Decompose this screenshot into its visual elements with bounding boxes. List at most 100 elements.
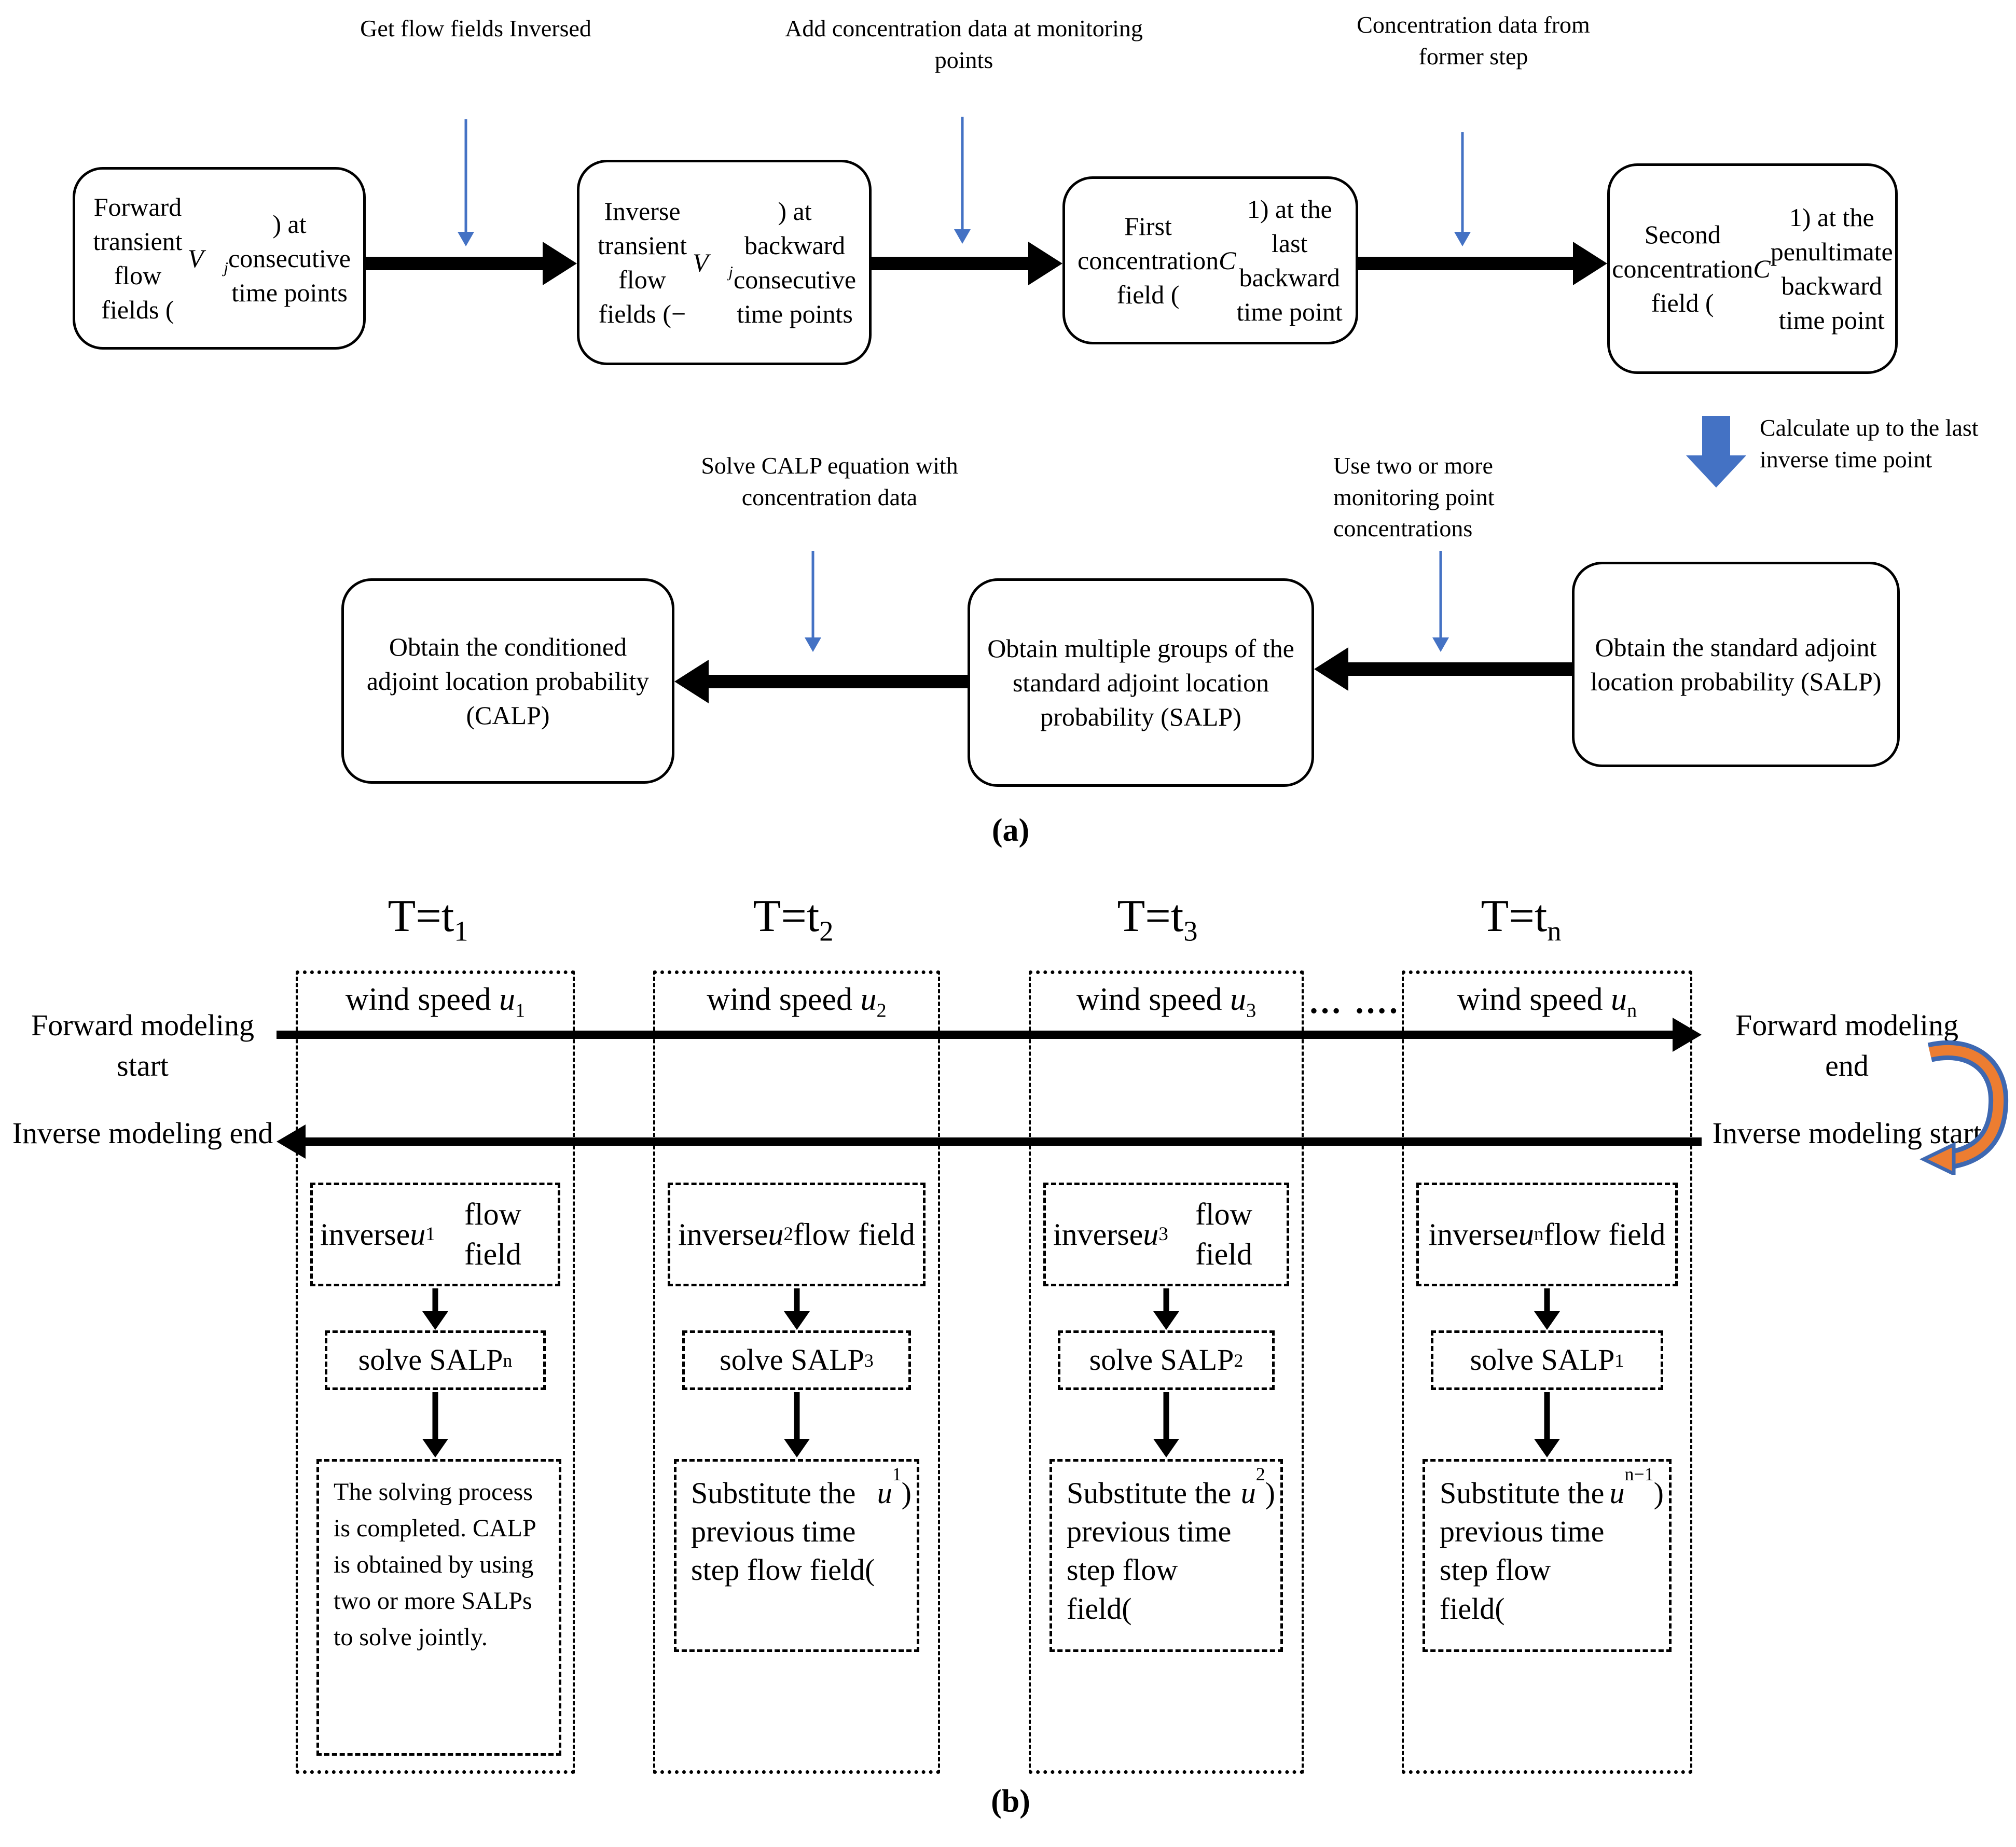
arrow-shaft <box>301 1137 1702 1146</box>
arrow-head <box>422 1311 448 1330</box>
arrow-head <box>1432 637 1449 652</box>
arrow-head <box>543 242 577 285</box>
arrow-shaft <box>1346 662 1572 676</box>
arrow-shaft <box>1461 132 1464 234</box>
arrow-head <box>1314 647 1348 691</box>
arrow-head <box>674 660 709 703</box>
arrow-head <box>1454 232 1471 246</box>
arrow-shaft <box>1544 1392 1550 1441</box>
black-down-arrow-icon <box>783 1392 810 1457</box>
time-header-t2: T=t2 <box>753 891 834 947</box>
curved-return-arrow-icon <box>1920 1040 2009 1175</box>
flow-arrow-left-icon <box>1314 647 1572 691</box>
arrow-shaft <box>794 1288 800 1313</box>
annotation-use-two-or-more-concentrations: Use two or more monitoring point concent… <box>1333 452 1495 542</box>
inner-box-substitute-flow-field-u2: Substitute the previous time step flow f… <box>1050 1459 1283 1652</box>
inverse-timeline-arrow-icon <box>277 1120 1702 1163</box>
arrow-shaft <box>1163 1288 1169 1313</box>
arrow-head <box>1153 1439 1179 1457</box>
arrow-head <box>1534 1439 1560 1457</box>
arrow-shaft <box>1439 551 1442 640</box>
wind-speed-label-u1: wind speed u1 <box>345 982 526 1022</box>
arrow-shaft <box>1358 257 1575 270</box>
step-box-inverse-flow-fields: Inverse transient flow fields (−V⃗j) at … <box>577 160 872 365</box>
arrow-head <box>1573 242 1607 285</box>
label-inverse-modeling-end: Inverse modeling end <box>12 1116 273 1150</box>
black-down-arrow-icon <box>783 1288 810 1330</box>
label-forward-modeling-start: Forward modeling start <box>31 1008 255 1082</box>
wind-speed-label-un: wind speed un <box>1457 982 1637 1022</box>
black-down-arrow-icon <box>1534 1392 1561 1457</box>
step-box-obtain-calp: Obtain the conditioned adjoint location … <box>341 578 674 784</box>
step-box-obtain-salp: Obtain the standard adjoint location pro… <box>1572 562 1900 767</box>
wind-speed-label-u3: wind speed u3 <box>1076 982 1256 1022</box>
blue-down-arrow-icon <box>1453 132 1472 246</box>
blue-down-arrow-icon <box>1431 551 1450 652</box>
arrow-shaft <box>707 675 968 688</box>
arrow-head <box>1028 242 1062 285</box>
arrow-head <box>1686 455 1746 488</box>
step-box-obtain-multiple-salp-groups: Obtain multiple groups of the standard a… <box>968 578 1314 787</box>
time-column-tn <box>1402 970 1692 1774</box>
arrow-shaft <box>464 119 467 234</box>
arrow-shaft <box>1163 1392 1169 1441</box>
label-forward-modeling-end: Forward modeling end <box>1735 1008 1959 1082</box>
flow-arrow-right-icon <box>1358 242 1607 285</box>
arrow-shaft <box>277 1031 1677 1039</box>
time-header-t3: T=t3 <box>1117 891 1198 947</box>
black-down-arrow-icon <box>1534 1288 1561 1330</box>
arrow-head <box>784 1311 810 1330</box>
arrow-head <box>458 232 474 246</box>
black-down-arrow-icon <box>422 1392 449 1457</box>
fat-blue-down-arrow-icon <box>1685 416 1747 488</box>
step-box-forward-flow-fields: Forward transient flow fields (V⃗j) at c… <box>73 167 366 350</box>
annotation-solve-calp-equation: Solve CALP equation with concentration d… <box>701 452 958 510</box>
arrow-shaft <box>366 257 545 270</box>
arrow-head <box>805 637 821 652</box>
arrow-shaft <box>1544 1288 1550 1313</box>
time-column-t2 <box>653 970 940 1774</box>
inner-box-solving-completed-calp: The solving process is completed. CALP i… <box>316 1459 561 1756</box>
inner-box-substitute-flow-field-u1: Substitute the previous time step flow f… <box>674 1459 919 1652</box>
arrow-shaft <box>961 117 964 231</box>
arrow-head <box>1673 1018 1702 1052</box>
ellipsis-dots: … …. <box>1308 983 1400 1020</box>
arrow-head <box>784 1439 810 1457</box>
caption-part-b: (b) <box>991 1784 1030 1819</box>
black-down-arrow-icon <box>1153 1288 1180 1330</box>
caption-part-a: (a) <box>991 813 1030 848</box>
wind-speed-label-u2: wind speed u2 <box>707 982 887 1022</box>
inner-box-substitute-flow-field-un-1: Substitute the previous time step flow f… <box>1423 1459 1672 1652</box>
flow-arrow-right-icon <box>366 242 577 285</box>
time-column-t3 <box>1029 970 1304 1774</box>
time-column-t1 <box>296 970 575 1774</box>
label-inverse-modeling-start: Inverse modeling start <box>1712 1116 1982 1150</box>
annotation-add-concentration-data: Add concentration data at monitoring poi… <box>785 15 1143 73</box>
black-down-arrow-icon <box>422 1288 449 1330</box>
blue-down-arrow-icon <box>457 119 475 246</box>
annotation-get-flow-fields-inversed: Get flow fields Inversed <box>360 15 591 41</box>
arrow-shaft <box>432 1392 438 1441</box>
blue-down-arrow-icon <box>804 551 822 652</box>
arrow-head <box>422 1439 448 1457</box>
arrow-head <box>1534 1311 1560 1330</box>
annotation-concentration-data-former-step: Concentration data from former step <box>1357 11 1590 70</box>
flow-arrow-right-icon <box>872 242 1062 285</box>
arrow-shaft <box>1702 416 1730 455</box>
time-header-t1: T=t1 <box>388 891 468 947</box>
arrow-shaft <box>811 551 814 640</box>
arrow-shaft <box>432 1288 438 1313</box>
arrow-shaft <box>794 1392 800 1441</box>
flow-arrow-left-icon <box>674 660 968 703</box>
annotation-calculate-up-to-last-inverse: Calculate up to the last inverse time po… <box>1760 414 1979 473</box>
